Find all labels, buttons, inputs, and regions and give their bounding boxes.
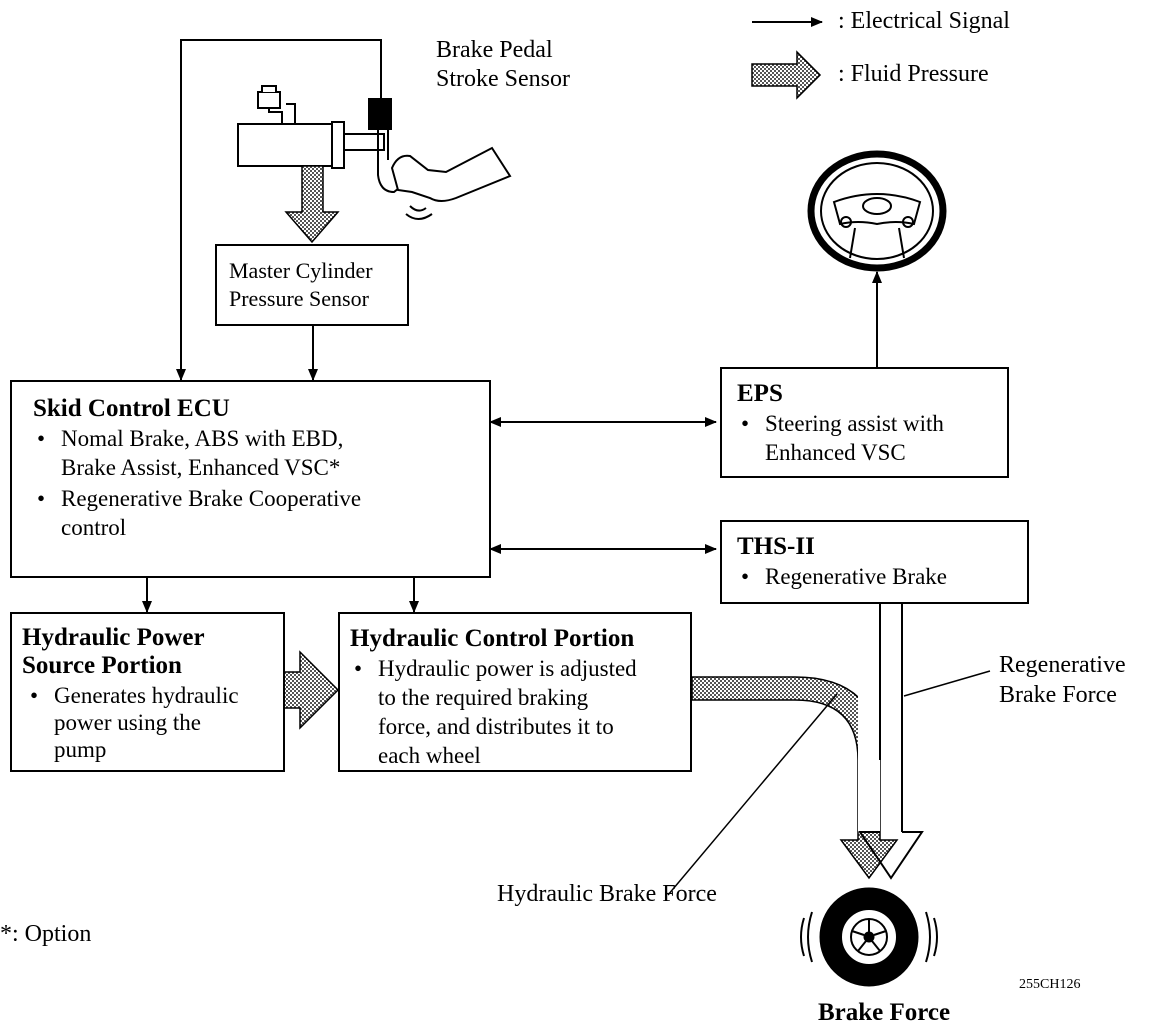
brake-force-label: Brake Force [818, 999, 951, 1026]
regenerative-brake-force-label: Regenerative Brake Force [999, 652, 1126, 708]
brake-pedal-stroke-sensor-label: Brake Pedal Stroke Sensor [436, 37, 570, 92]
eps-bullet-1: • Steering assist with Enhanced VSC [741, 411, 944, 465]
ths-ii-title: THS-II [737, 533, 815, 560]
ths-ii-box: THS-II • Regenerative Brake [720, 520, 1029, 604]
fluid-arrow-power-to-control [283, 650, 340, 730]
hydraulic-power-source-box: Hydraulic Power Source Portion • Generat… [10, 612, 285, 772]
master-cylinder-illustration [237, 85, 400, 194]
option-note: *: Option [0, 921, 92, 947]
eps-box: EPS • Steering assist with Enhanced VSC [720, 367, 1009, 478]
figure-code: 255CH126 [1019, 977, 1081, 992]
foot-icon [390, 146, 512, 220]
ths-bullet-1: • Regenerative Brake [741, 564, 947, 589]
hydraulic-brake-force-label: Hydraulic Brake Force [497, 881, 717, 907]
electrical-lines [142, 39, 882, 613]
steering-wheel-icon [807, 150, 947, 272]
regen-force-arrow-outline [858, 603, 880, 832]
hydraulic-power-bullet-1: • Generates hydraulic power using the pu… [30, 683, 239, 762]
hydraulic-power-source-title: Hydraulic Power Source Portion [22, 624, 205, 679]
skid-control-ecu-box: Skid Control ECU • Nomal Brake, ABS with… [10, 380, 491, 578]
tire-icon [800, 887, 938, 987]
hydraulic-control-portion-title: Hydraulic Control Portion [350, 625, 635, 652]
fluid-arrow-master [284, 165, 340, 244]
hydraulic-control-portion-box: Hydraulic Control Portion • Hydraulic po… [338, 612, 692, 772]
skid-ecu-bullet-1: • Nomal Brake, ABS with EBD, Brake Assis… [37, 426, 344, 480]
legend-fluid-label: : Fluid Pressure [838, 61, 989, 87]
skid-ecu-bullet-2: • Regenerative Brake Cooperative control [37, 486, 362, 540]
hydraulic-control-bullet-1: • Hydraulic power is adjusted to the req… [354, 656, 637, 768]
leader-lines [667, 670, 991, 896]
regen-force-lines [858, 603, 924, 880]
legend-electrical-label: : Electrical Signal [838, 8, 1010, 34]
skid-control-ecu-title: Skid Control ECU [33, 395, 230, 422]
eps-title: EPS [737, 380, 783, 407]
legend-fluid-arrow [751, 50, 822, 100]
master-cylinder-pressure-sensor-box: Master Cylinder Pressure Sensor [215, 244, 409, 326]
